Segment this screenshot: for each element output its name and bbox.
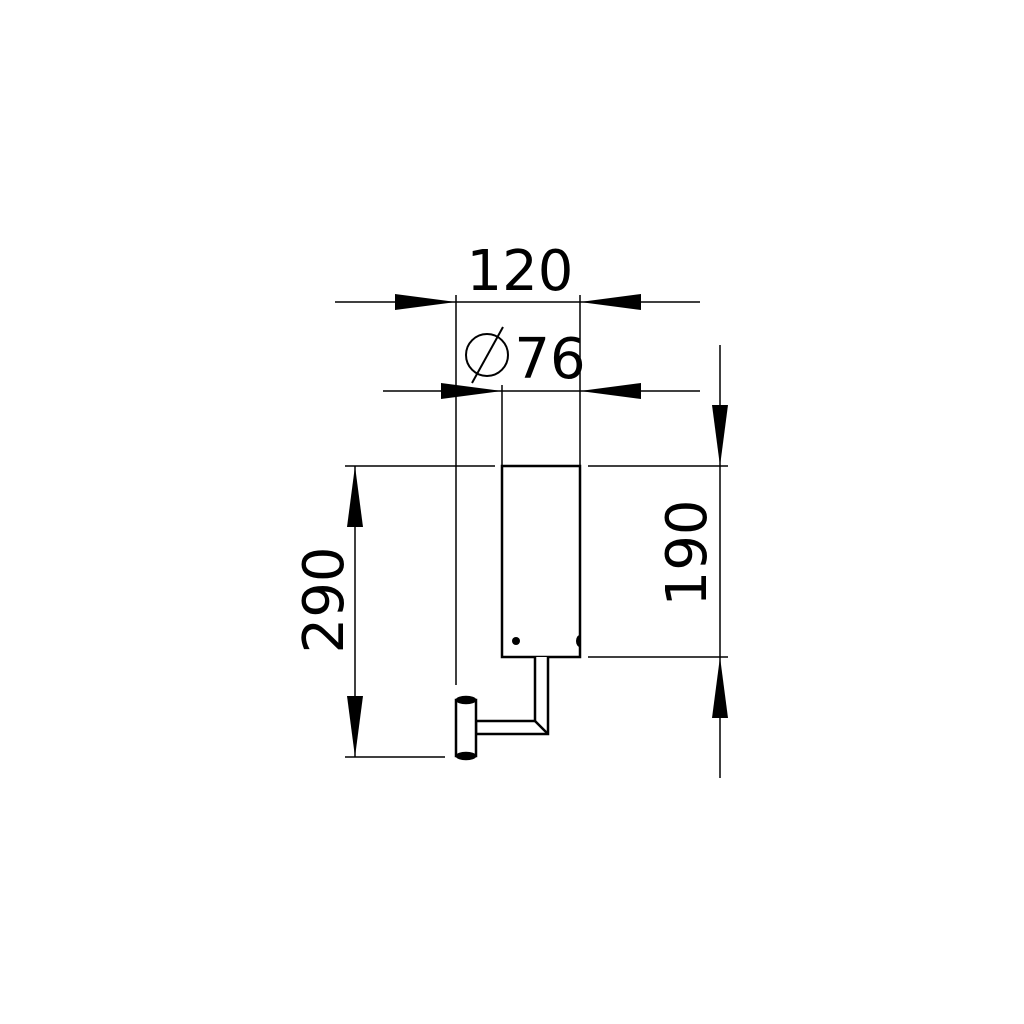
dim-label-190: 190 xyxy=(655,500,720,607)
dim-label-290: 290 xyxy=(292,547,357,654)
arrow-icon xyxy=(441,383,502,399)
arrowheads xyxy=(347,294,728,757)
diameter-slash xyxy=(471,326,504,384)
screw-icon xyxy=(576,635,580,647)
arrow-icon xyxy=(580,383,641,399)
wall-plate-screw xyxy=(455,751,477,761)
dim-label-diameter: 76 xyxy=(465,326,586,392)
screw-icon xyxy=(512,637,520,645)
arrow-icon xyxy=(395,294,456,310)
arm-corner xyxy=(534,720,549,735)
luminaire xyxy=(454,464,582,761)
dim-label-120: 120 xyxy=(467,239,574,304)
arrow-icon xyxy=(347,466,363,527)
arrow-icon xyxy=(712,657,728,718)
lamp-body xyxy=(500,464,582,659)
wall-plate-screw xyxy=(455,695,477,705)
arrow-icon xyxy=(347,696,363,757)
wall-plate xyxy=(454,698,478,758)
diameter-icon xyxy=(465,333,509,377)
arrow-icon xyxy=(712,405,728,466)
dim-label-76: 76 xyxy=(514,327,585,392)
arrow-icon xyxy=(580,294,641,310)
